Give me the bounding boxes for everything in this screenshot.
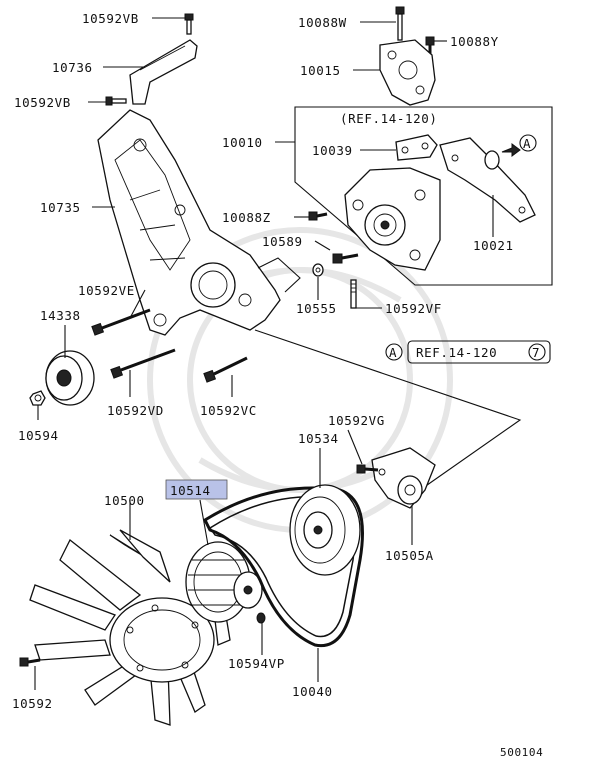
- label-10592ve: 10592VE: [78, 283, 135, 298]
- label-10039: 10039: [312, 143, 353, 158]
- bolt-10592vb-mid: [105, 96, 127, 106]
- label-10594vp: 10594VP: [228, 656, 285, 671]
- label-ref-top: (REF.14-120): [340, 111, 438, 126]
- label-10592vb-top: 10592VB: [82, 11, 139, 26]
- ref-bottom-num: 7: [532, 345, 540, 360]
- bolt-10592vd: [110, 348, 176, 379]
- stud-10592vf: [350, 279, 357, 309]
- label-10592vc: 10592VC: [200, 403, 257, 418]
- pulley-10534: [289, 484, 361, 576]
- bracket-10736: [129, 39, 198, 105]
- label-10505a: 10505A: [385, 548, 434, 563]
- label-10592vg: 10592VG: [328, 413, 385, 428]
- label-10021: 10021: [473, 238, 514, 253]
- label-10592vd: 10592VD: [107, 403, 164, 418]
- cooling-fan-10500: [29, 529, 231, 726]
- bolt-10592ve: [91, 308, 151, 336]
- bolt-10592vb-top: [184, 13, 194, 35]
- idler-pulley-14338: [45, 350, 95, 406]
- ref-marker-a-top-label: A: [523, 136, 531, 151]
- o-ring: [484, 143, 521, 170]
- label-10736: 10736: [52, 60, 93, 75]
- label-10592vb-mid: 10592VB: [14, 95, 71, 110]
- gasket-10021: [439, 137, 536, 223]
- bolt-10592: [19, 657, 41, 667]
- ref-marker-a-bottom-label: A: [389, 345, 397, 360]
- bracket-10735: [97, 109, 281, 336]
- housing-10015: [379, 39, 436, 106]
- label-10088y: 10088Y: [450, 34, 499, 49]
- ref-bottom-label: REF.14-120: [416, 345, 497, 360]
- label-10534: 10534: [298, 431, 339, 446]
- label-10088z: 10088Z: [222, 210, 271, 225]
- label-10592: 10592: [12, 696, 53, 711]
- bolt-10589: [332, 253, 359, 264]
- bolt-10088w: [395, 6, 405, 41]
- label-10589: 10589: [262, 234, 303, 249]
- label-10040: 10040: [292, 684, 333, 699]
- bracket-10505a: [371, 447, 436, 509]
- gasket-10039: [395, 134, 438, 161]
- leader-bracket-to-belt: [254, 329, 522, 491]
- label-10514: 10514: [170, 483, 211, 498]
- label-10594: 10594: [18, 428, 59, 443]
- assembly-box-10010: [294, 106, 553, 286]
- ref-marker-a-top: A: [519, 134, 537, 152]
- label-10088w: 10088W: [298, 15, 347, 30]
- label-10015: 10015: [300, 63, 341, 78]
- label-10010: 10010: [222, 135, 263, 150]
- label-10500: 10500: [104, 493, 145, 508]
- fan-clutch-10514: [185, 541, 263, 623]
- highlight-10514: [165, 479, 228, 500]
- bolt-10592vc: [203, 356, 248, 383]
- label-10555: 10555: [296, 301, 337, 316]
- leader-bracket-group: [257, 257, 301, 293]
- label-10592vf: 10592VF: [385, 301, 442, 316]
- leader-lines: [34, 17, 494, 690]
- label-10735: 10735: [40, 200, 81, 215]
- nut-10594vp: [256, 612, 266, 624]
- bolt-10592vg: [356, 464, 379, 474]
- bolt-10088z: [308, 211, 328, 221]
- diagram-id: 500104: [500, 746, 543, 759]
- ref-marker-a-bottom: A REF.14-120 7: [385, 340, 551, 364]
- label-14338: 14338: [40, 308, 81, 323]
- nut-10594: [29, 390, 46, 406]
- washer-10555: [312, 263, 324, 277]
- water-pump-10010: [344, 167, 441, 271]
